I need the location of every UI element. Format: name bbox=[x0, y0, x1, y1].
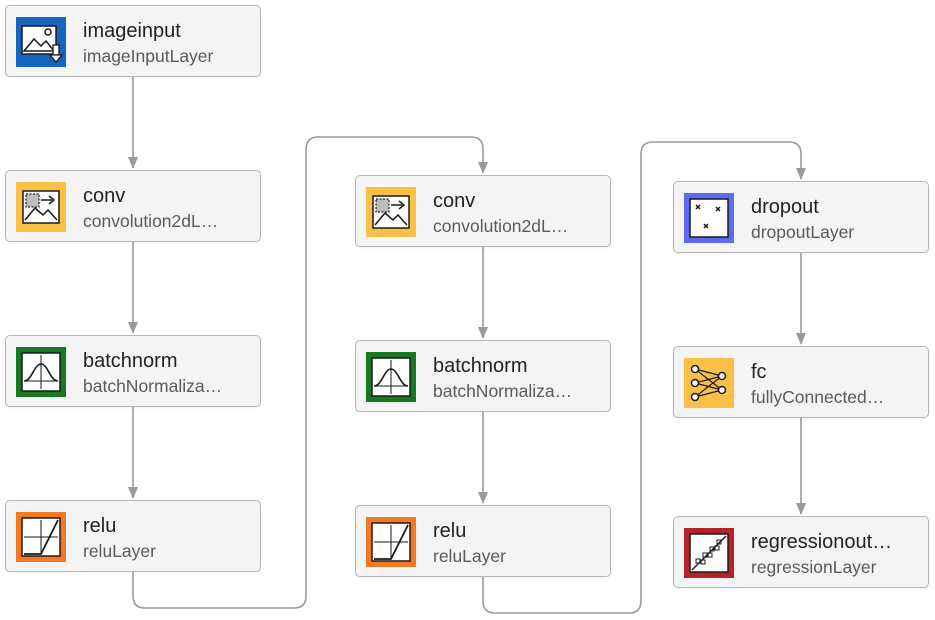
layer-node-batchnorm[interactable]: batchnorm batchNormaliza… bbox=[5, 335, 261, 407]
layer-node-relu[interactable]: relu reluLayer bbox=[5, 500, 261, 572]
fully-connected-icon bbox=[684, 358, 734, 408]
layer-name: conv bbox=[433, 190, 476, 212]
layer-type: batchNormaliza… bbox=[83, 376, 223, 396]
layer-type: convolution2dL… bbox=[83, 211, 219, 231]
regression-output-icon bbox=[684, 528, 734, 578]
relu-icon bbox=[16, 512, 66, 562]
layer-type: dropoutLayer bbox=[751, 222, 855, 242]
convolution-icon bbox=[366, 187, 416, 237]
layer-node-dropout[interactable]: dropout dropoutLayer bbox=[673, 181, 929, 253]
layer-name: imageinput bbox=[83, 20, 181, 42]
dropout-icon bbox=[684, 193, 734, 243]
layer-node-regressionoutput[interactable]: regressionout… regressionLayer bbox=[673, 516, 929, 588]
layer-name: regressionout… bbox=[751, 531, 893, 553]
image-input-icon bbox=[16, 17, 66, 67]
layer-node-imageinput[interactable]: imageinput imageInputLayer bbox=[5, 5, 261, 77]
layer-name: batchnorm bbox=[433, 355, 528, 377]
layer-node-fc[interactable]: fc fullyConnected… bbox=[673, 346, 929, 418]
wire-relu-to-conv2 bbox=[132, 136, 488, 609]
layer-type: reluLayer bbox=[83, 541, 156, 561]
layer-name: conv bbox=[83, 185, 126, 207]
layer-name: dropout bbox=[751, 196, 819, 218]
layer-type: convolution2dL… bbox=[433, 216, 569, 236]
layer-node-conv[interactable]: conv convolution2dL… bbox=[355, 175, 611, 247]
layer-node-conv[interactable]: conv convolution2dL… bbox=[5, 170, 261, 242]
batch-normalization-icon bbox=[366, 352, 416, 402]
convolution-icon bbox=[16, 182, 66, 232]
batch-normalization-icon bbox=[16, 347, 66, 397]
relu-icon bbox=[366, 517, 416, 567]
layer-name: relu bbox=[83, 515, 117, 537]
layer-type: imageInputLayer bbox=[83, 46, 214, 66]
wire-relu2-to-dropout bbox=[482, 141, 806, 614]
layer-node-relu[interactable]: relu reluLayer bbox=[355, 505, 611, 577]
layer-type: reluLayer bbox=[433, 546, 506, 566]
layer-node-batchnorm[interactable]: batchnorm batchNormaliza… bbox=[355, 340, 611, 412]
layer-name: fc bbox=[751, 361, 767, 383]
layer-type: regressionLayer bbox=[751, 557, 877, 577]
layer-name: relu bbox=[433, 520, 467, 542]
layer-type: fullyConnected… bbox=[751, 387, 885, 407]
layer-type: batchNormaliza… bbox=[433, 381, 573, 401]
layer-name: batchnorm bbox=[83, 350, 178, 372]
